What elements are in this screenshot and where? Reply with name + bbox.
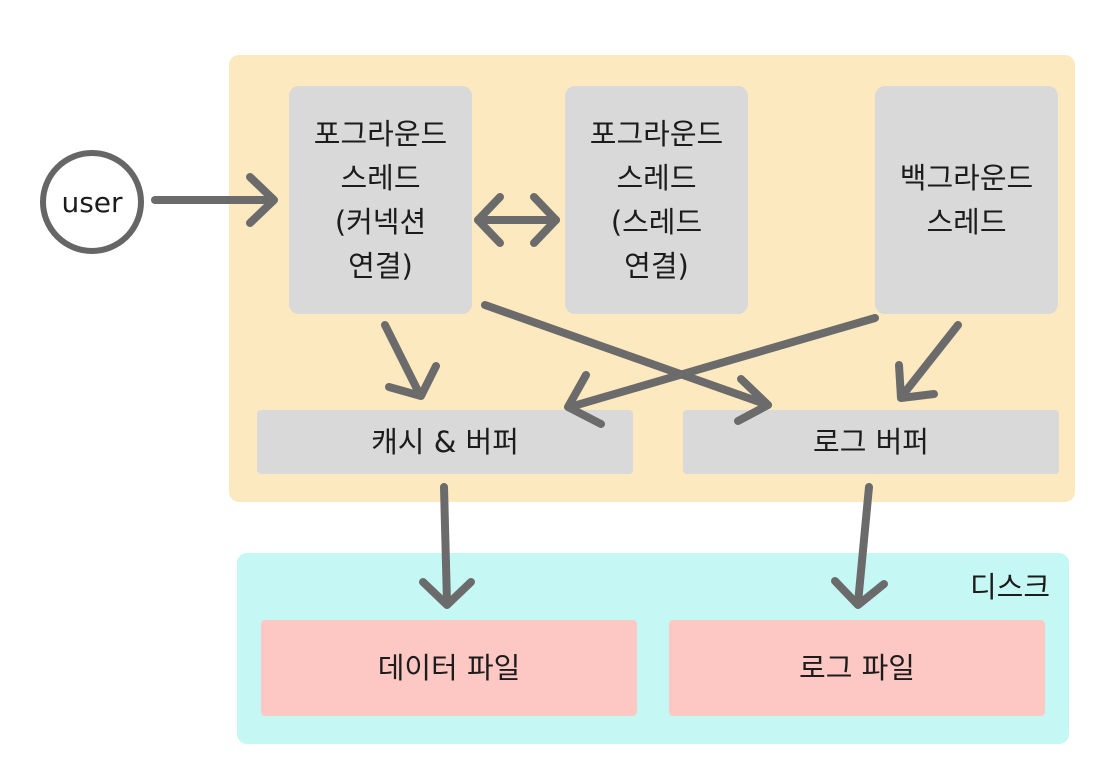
arrow-user-to-fg-thread-head <box>246 173 278 227</box>
background-thread: 백그라운드 스레드 <box>875 86 1058 314</box>
arrow-fg-thread-to-cache <box>381 321 424 399</box>
user-node: user <box>40 150 144 254</box>
arrow-cache-to-data-file <box>440 483 451 607</box>
foreground-thread-thread: 포그라운드 스레드 (스레드 연결) <box>565 86 748 314</box>
cache-buffer: 캐시 & 버퍼 <box>257 410 633 474</box>
data-file: 데이터 파일 <box>261 620 637 716</box>
arrow-fg-thread-to-log-buffer-head <box>734 375 772 425</box>
arrow-bg-thread-to-cache-head <box>564 371 605 428</box>
arrow-bg-thread-to-log-buffer-head <box>895 361 938 402</box>
arrow-fg-threads-head-left <box>474 193 504 247</box>
arrow-fg-thread-to-log-buffer <box>481 301 772 409</box>
foreground-thread-connection: 포그라운드 스레드 (커넥션 연결) <box>289 86 472 314</box>
arrow-log-buffer-to-log-file <box>854 483 873 607</box>
arrow-cache-to-data-file-head <box>419 578 475 609</box>
log-file: 로그 파일 <box>669 620 1045 716</box>
arrow-log-buffer-to-log-file-head <box>831 577 888 609</box>
arrow-bg-thread-to-cache <box>566 314 879 411</box>
arrow-fg-threads-head-right <box>530 193 560 247</box>
user-label: user <box>61 185 123 219</box>
disk-label: 디스크 <box>969 570 1050 604</box>
arrow-bg-thread-to-log-buffer <box>898 321 962 400</box>
arrow-fg-thread-to-cache-head <box>385 362 440 400</box>
